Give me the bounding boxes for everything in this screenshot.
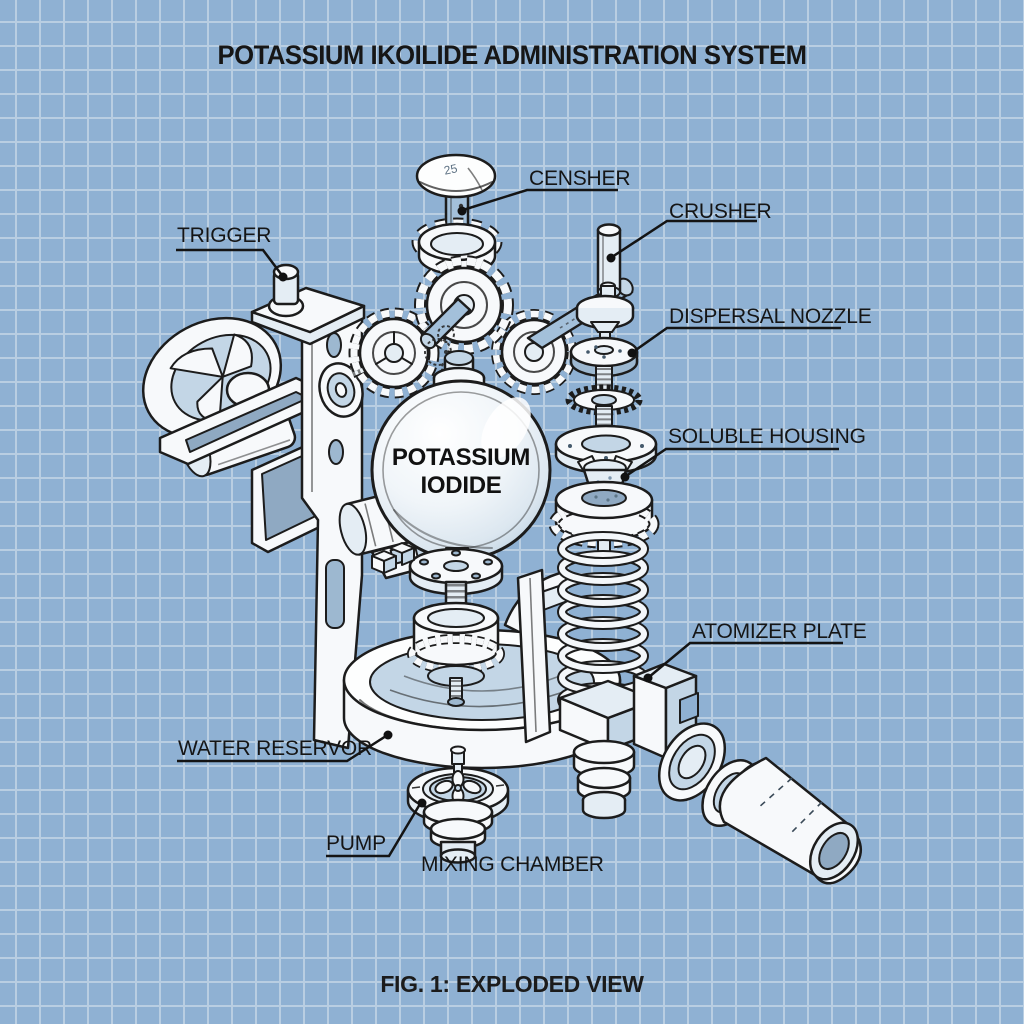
pump-part (406, 745, 510, 825)
label-atomizer-plate: ATOMIZER PLATE (692, 620, 867, 643)
censher-plunger: 25 (411, 153, 503, 276)
leader-crusher (606, 219, 757, 263)
label-dispersal-nozzle: DISPERSAL NOZZLE (669, 305, 872, 328)
leader-pump (326, 798, 427, 858)
label-soluble-housing: SOLUBLE HOUSING (668, 425, 866, 448)
label-crusher: CRUSHER (669, 200, 772, 223)
leader-soluble-housing (620, 447, 839, 482)
figure-caption: FIG. 1: EXPLODED VIEW (380, 971, 644, 997)
nozzle-flange-1 (657, 722, 727, 802)
leader-dispersal-nozzle (627, 326, 841, 358)
support-post (516, 568, 552, 744)
soluble-housing-part (548, 455, 660, 549)
spring-column (557, 531, 658, 820)
dome-marking-text: 25 (443, 161, 459, 178)
sphere-contents-line2: IODIDE (420, 471, 502, 499)
leader-atomizer-plate (643, 641, 843, 683)
label-trigger: TRIGGER (177, 224, 272, 247)
gear-left (348, 307, 440, 399)
nozzle-cone (718, 756, 862, 885)
impeller (434, 770, 482, 805)
sphere-contents-line1: POTASSIUM (391, 444, 531, 471)
label-censher: CENSHER (529, 167, 631, 190)
clamp-blocks (371, 542, 415, 574)
label-water-reservoir: WATER RESERVOR (178, 737, 373, 760)
diagram-title: POTASSIUM IKOILIDE ADMINISTRATION SYSTEM (217, 40, 807, 70)
leader-censher (457, 188, 618, 216)
sphere-contents-label: POTASSIUM IODIDE (391, 444, 531, 499)
stacked-discs (572, 739, 636, 820)
gear-top (414, 255, 514, 355)
leader-lines (176, 188, 843, 858)
mixing-chamber-part (422, 798, 494, 864)
label-pump: PUMP (326, 832, 386, 855)
atomizer-nozzle-assembly (632, 662, 862, 885)
leader-trigger (176, 248, 288, 282)
dispersal-nozzle-part (569, 336, 639, 378)
leader-water-reservoir (177, 730, 393, 763)
drum-gear (407, 601, 505, 707)
label-mixing-chamber: MIXING CHAMBER (421, 853, 604, 876)
